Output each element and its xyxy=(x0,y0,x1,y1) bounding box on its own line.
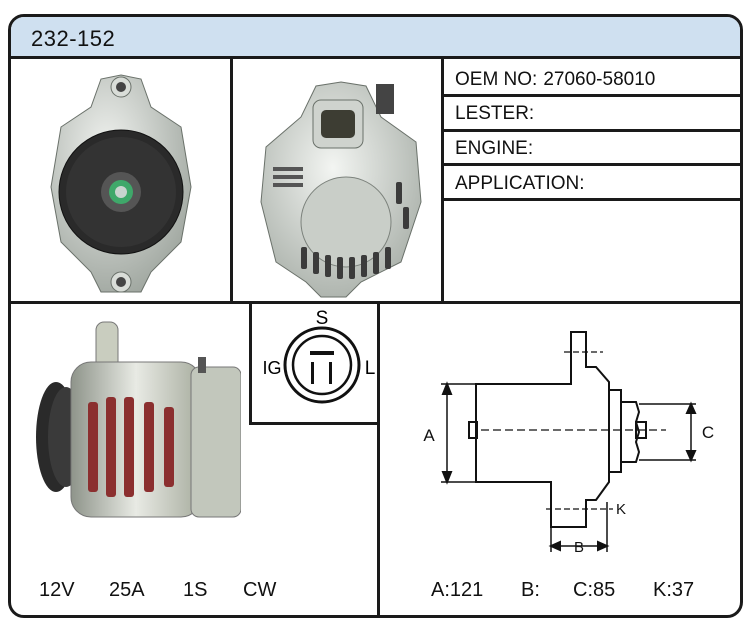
dim-a-label: A xyxy=(423,426,435,445)
divider xyxy=(441,198,740,201)
dim-c-label: C xyxy=(702,423,714,442)
dim-k-value: K:37 xyxy=(653,579,695,601)
spec-voltage: 12V xyxy=(39,579,75,601)
spec-amperage: 25A xyxy=(109,579,145,601)
connector-ig-label: IG xyxy=(262,358,281,378)
lester-label: LESTER: xyxy=(455,103,535,124)
alternator-side-image xyxy=(36,321,241,518)
application-row: APPLICATION: xyxy=(455,173,591,195)
dim-c-value: C:85 xyxy=(573,579,616,601)
connector-s-label: S xyxy=(316,308,329,329)
divider xyxy=(441,129,740,132)
connector-diagram: S IG L xyxy=(262,308,376,404)
lester-row: LESTER: xyxy=(455,103,540,125)
dim-k-label: K xyxy=(616,501,626,518)
oem-label: OEM NO: xyxy=(455,69,538,90)
oem-row: OEM NO:27060-58010 xyxy=(455,69,655,91)
product-card: 232-152 OEM NO:27060-58010 LESTER: ENGIN… xyxy=(8,14,743,618)
dim-b-value: B: xyxy=(521,579,540,601)
divider xyxy=(441,59,444,303)
part-number: 232-152 xyxy=(31,26,116,51)
connector-l-label: L xyxy=(365,358,376,379)
header-bar: 232-152 xyxy=(11,17,740,59)
divider xyxy=(11,301,740,304)
divider xyxy=(441,163,740,166)
divider xyxy=(249,301,252,425)
oem-value: 27060-58010 xyxy=(543,69,656,90)
spec-position: 1S xyxy=(183,579,208,601)
alternator-rear-image xyxy=(260,81,422,298)
dim-b-label: B xyxy=(574,539,584,556)
engine-label: ENGINE: xyxy=(455,138,534,159)
divider xyxy=(230,59,233,303)
divider xyxy=(377,301,380,615)
alternator-front-image xyxy=(50,74,192,293)
spec-rotation: CW xyxy=(243,579,277,601)
dim-a-value: A:121 xyxy=(431,579,484,601)
dimension-drawing: A C K B xyxy=(423,331,714,556)
divider xyxy=(249,422,380,425)
application-label: APPLICATION: xyxy=(455,173,585,194)
engine-row: ENGINE: xyxy=(455,138,539,160)
divider xyxy=(441,94,740,97)
